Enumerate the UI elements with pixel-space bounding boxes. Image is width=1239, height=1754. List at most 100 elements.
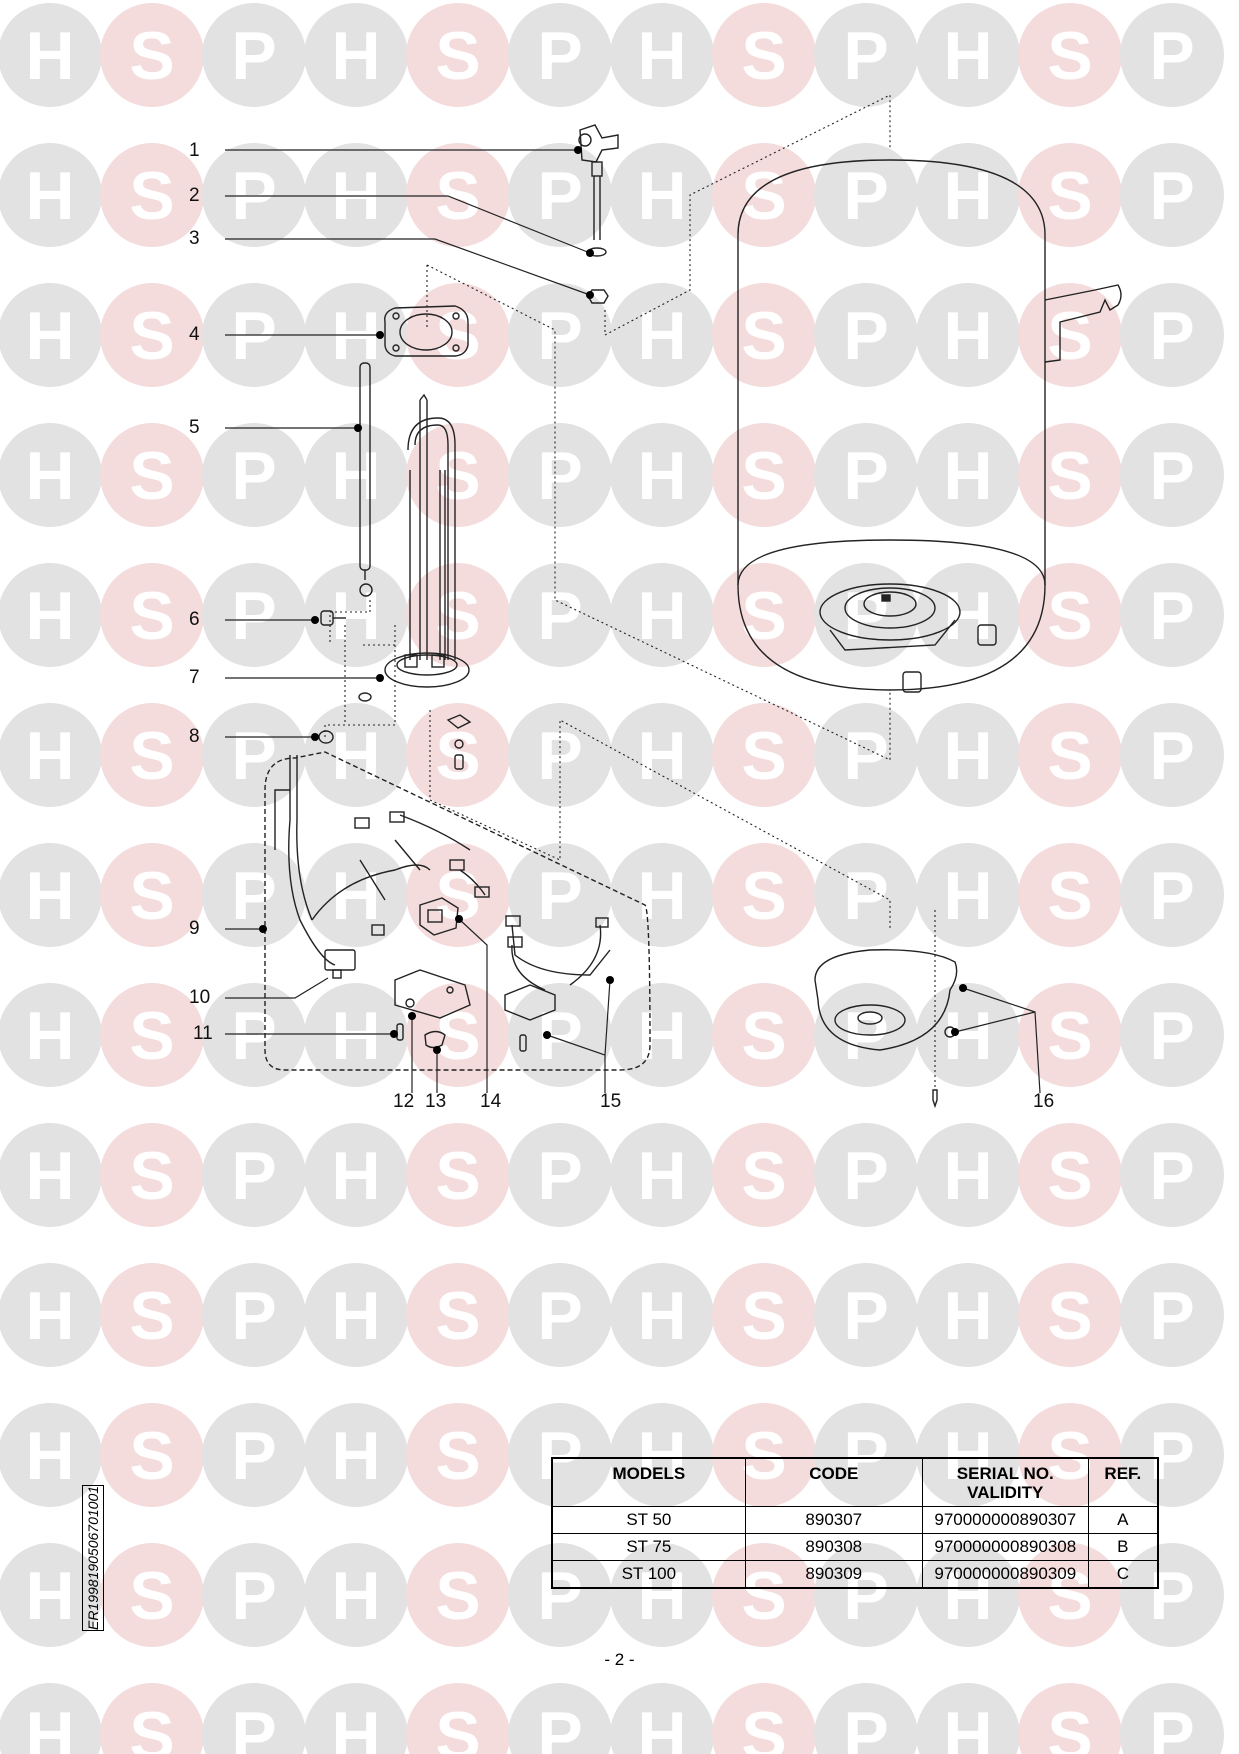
watermark-disc	[406, 283, 510, 387]
watermark-disc	[100, 1683, 204, 1754]
watermark-letter: H	[25, 18, 74, 94]
watermark-letter: P	[537, 1698, 582, 1754]
watermark-letter: H	[943, 1278, 992, 1354]
watermark-disc	[0, 563, 102, 667]
flange-small-parts	[446, 714, 472, 770]
watermark-disc	[100, 983, 204, 1087]
watermark-letter: S	[129, 1558, 174, 1634]
watermark-disc	[712, 843, 816, 947]
watermark-disc	[406, 843, 510, 947]
watermark-disc	[406, 1543, 510, 1647]
watermark-letter: P	[231, 1418, 276, 1494]
watermark-letter: P	[231, 1278, 276, 1354]
callout-2: 2	[189, 185, 200, 206]
watermark-letter: P	[537, 298, 582, 374]
watermark-letter: S	[1047, 718, 1092, 794]
watermark-letter: P	[231, 1698, 276, 1754]
watermark-disc	[406, 1263, 510, 1367]
watermark-letter: S	[129, 1698, 174, 1754]
watermark-disc	[712, 143, 816, 247]
watermark-letter: S	[741, 18, 786, 94]
watermark-disc	[304, 1543, 408, 1647]
watermark-letter: H	[331, 998, 380, 1074]
watermark-disc	[1120, 703, 1224, 807]
watermark-letter: P	[1149, 718, 1194, 794]
watermark-disc	[610, 143, 714, 247]
watermark-disc	[1018, 1263, 1122, 1367]
watermark-disc	[0, 3, 102, 107]
watermark-disc	[610, 983, 714, 1087]
part-14-thermostat	[419, 897, 459, 936]
part-9-kit-enclosure	[264, 751, 651, 1071]
part-6-screw	[320, 610, 346, 626]
models-table: MODELS CODE SERIAL NO. VALIDITY REF. ST …	[551, 1457, 1159, 1589]
leader-dots	[259, 146, 967, 1054]
watermark-letter: H	[25, 1698, 74, 1754]
watermark-disc	[1018, 3, 1122, 107]
models-table-header: MODELS CODE SERIAL NO. VALIDITY REF.	[551, 1457, 1159, 1507]
watermark-letter: S	[435, 718, 480, 794]
callout-4: 4	[189, 324, 200, 345]
watermark-letter: H	[637, 298, 686, 374]
watermark-letter: S	[435, 578, 480, 654]
watermark-disc	[814, 1683, 918, 1754]
table-row: ST 75 890308 970000000890308 B	[551, 1532, 1159, 1561]
watermark-disc	[508, 283, 612, 387]
watermark-disc	[610, 1123, 714, 1227]
watermark-disc	[0, 1123, 102, 1227]
watermark-letter: P	[231, 298, 276, 374]
cell-model: ST 50	[551, 1505, 746, 1534]
callout-5: 5	[189, 417, 200, 438]
watermark-disc	[406, 1403, 510, 1507]
callout-13: 13	[425, 1091, 447, 1112]
watermark-letter: H	[637, 1138, 686, 1214]
watermark-letter: H	[637, 158, 686, 234]
watermark-disc	[712, 983, 816, 1087]
watermark-disc	[304, 3, 408, 107]
watermark-letter: S	[1047, 438, 1092, 514]
watermark-disc	[814, 143, 918, 247]
watermark-disc	[202, 1683, 306, 1754]
watermark-letter: H	[637, 1278, 686, 1354]
watermark-disc	[304, 983, 408, 1087]
watermark-letter: P	[843, 998, 888, 1074]
watermark-letter: H	[25, 1418, 74, 1494]
watermark-letter: H	[943, 298, 992, 374]
watermark-letter: P	[843, 158, 888, 234]
callout-11: 11	[193, 1023, 213, 1044]
watermark-disc	[712, 1263, 816, 1367]
header-serial-validity: SERIAL NO. VALIDITY	[921, 1457, 1089, 1507]
callout-9: 9	[189, 918, 200, 939]
part-13-knob	[424, 1030, 446, 1049]
watermark-letter: P	[537, 18, 582, 94]
watermark-letter: H	[25, 438, 74, 514]
watermark-letter: H	[331, 18, 380, 94]
watermark-disc	[1120, 1123, 1224, 1227]
watermark-disc	[0, 143, 102, 247]
watermark-disc	[202, 983, 306, 1087]
watermark-disc	[202, 843, 306, 947]
watermark-letter: P	[843, 18, 888, 94]
watermark-letter: H	[331, 438, 380, 514]
watermark-disc	[916, 143, 1020, 247]
watermark-letter: H	[331, 1418, 380, 1494]
watermark-disc	[916, 3, 1020, 107]
watermark-letter: S	[129, 1418, 174, 1494]
callout-6: 6	[189, 609, 200, 630]
cell-ref: C	[1087, 1559, 1159, 1588]
part-12-bracket	[394, 969, 471, 1019]
watermark-letter: P	[231, 18, 276, 94]
watermark-letter: H	[637, 578, 686, 654]
table-row: ST 50 890307 970000000890307 A	[551, 1505, 1159, 1534]
watermark-letter: S	[741, 438, 786, 514]
cell-code: 890308	[744, 1532, 923, 1561]
watermark-letter: P	[843, 1138, 888, 1214]
watermark-letter: S	[435, 1558, 480, 1634]
part-9-wiring-harness	[274, 755, 490, 966]
watermark-letter: S	[741, 578, 786, 654]
watermark-letter: P	[1149, 438, 1194, 514]
watermark-letter: H	[25, 1278, 74, 1354]
watermark-letter: H	[637, 858, 686, 934]
